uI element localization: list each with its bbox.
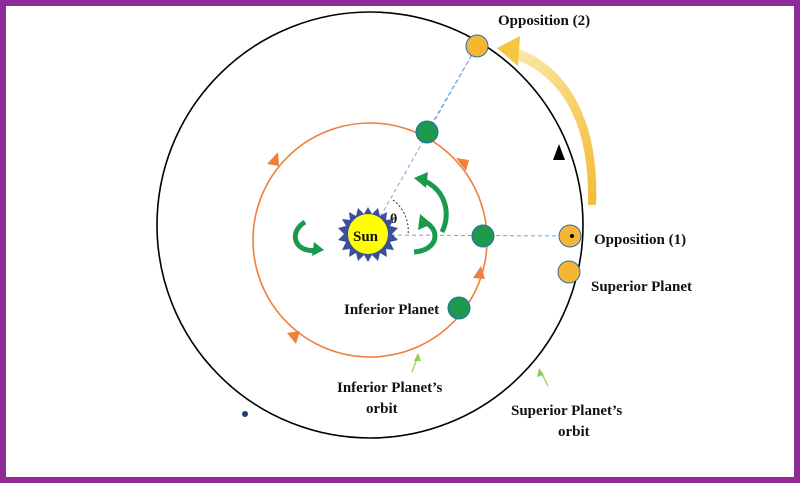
inferior-planet-position-2 <box>415 120 439 144</box>
orbit-point-marker <box>242 411 248 417</box>
motion-arrow-head <box>497 36 520 66</box>
inferior-orbit-arrow-icon <box>287 331 300 344</box>
inferior-orbit-label-line1: Inferior Planet’s <box>337 380 443 396</box>
superior-planet-label: Superior Planet <box>591 279 692 295</box>
inferior-planet-position-1 <box>471 224 495 248</box>
sight-line-opposition-1 <box>369 234 571 237</box>
angle-arc <box>392 199 409 236</box>
inferior-orbit-arrow-icon <box>473 266 485 279</box>
rotation-arrow-head <box>418 214 432 230</box>
inferior-orbit-arrow-icon <box>456 158 469 171</box>
superior-planet-current <box>557 260 581 284</box>
rotation-arrow-head <box>414 172 428 188</box>
rotation-arrow-icon <box>420 177 449 234</box>
earth-to-opposition-2-line <box>426 45 478 133</box>
inferior-planet-label: Inferior Planet <box>344 302 439 318</box>
inferior-planet-current <box>447 296 471 320</box>
inferior-orbit-arrow-icon <box>267 152 279 166</box>
rotation-arrow-head <box>312 242 324 256</box>
opposition-2-label: Opposition (2) <box>498 13 590 29</box>
superior-orbit-pointer-head <box>537 368 544 377</box>
sun-label: Sun <box>353 229 379 245</box>
superior-orbit-label-line1: Superior Planet’s <box>511 403 622 419</box>
superior-planet-opposition-2 <box>465 34 489 58</box>
motion-arrow-icon <box>510 46 597 205</box>
inferior-orbit-label-line2: orbit <box>366 401 398 417</box>
superior-orbit-arrow-icon <box>553 144 565 160</box>
opposition-1-label: Opposition (1) <box>594 232 686 248</box>
sun-icon <box>338 207 398 262</box>
rotation-arrow-icon <box>292 219 319 253</box>
superior-orbit-label-line2: orbit <box>558 424 590 440</box>
superior-orbit <box>156 11 584 439</box>
superior-planet-marker-dot <box>570 234 574 238</box>
inferior-orbit-pointer-head <box>414 353 421 361</box>
